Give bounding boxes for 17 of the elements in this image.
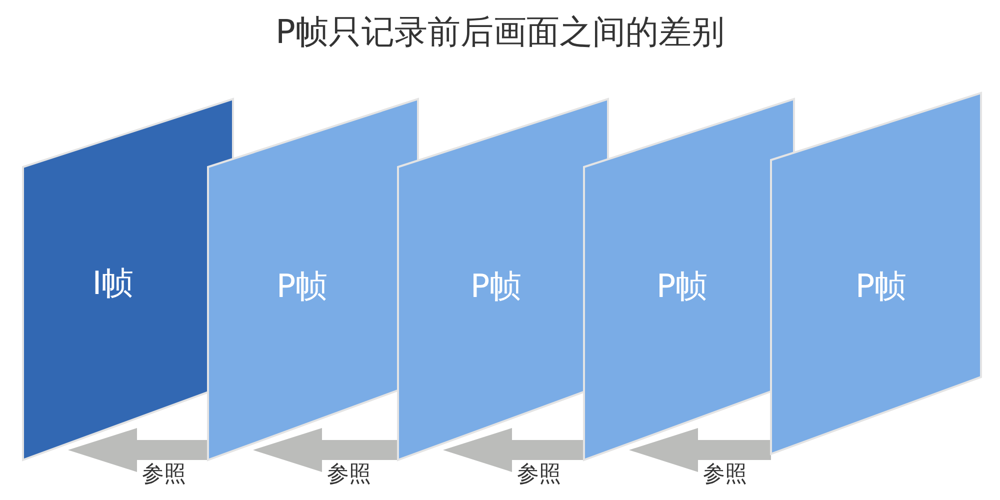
arrow xyxy=(68,428,208,472)
frame-label: P帧 xyxy=(276,267,328,305)
arrow xyxy=(629,428,771,472)
edge-label: 参照 xyxy=(142,462,186,488)
frame-label: P帧 xyxy=(470,267,522,305)
frame-panel xyxy=(208,99,418,460)
edge-label: 参照 xyxy=(327,462,371,488)
frame-label: I帧 xyxy=(92,264,134,302)
frame-label: P帧 xyxy=(656,267,708,305)
frame-label: P帧 xyxy=(855,267,907,305)
edge-label: 参照 xyxy=(517,462,561,488)
arrow xyxy=(253,428,398,472)
diagram-title: P帧只记录前后画面之间的差别 xyxy=(276,12,724,51)
arrow xyxy=(443,428,584,472)
frame-panel xyxy=(771,93,981,454)
edge-label: 参照 xyxy=(703,462,747,488)
frame-panel xyxy=(584,99,794,460)
